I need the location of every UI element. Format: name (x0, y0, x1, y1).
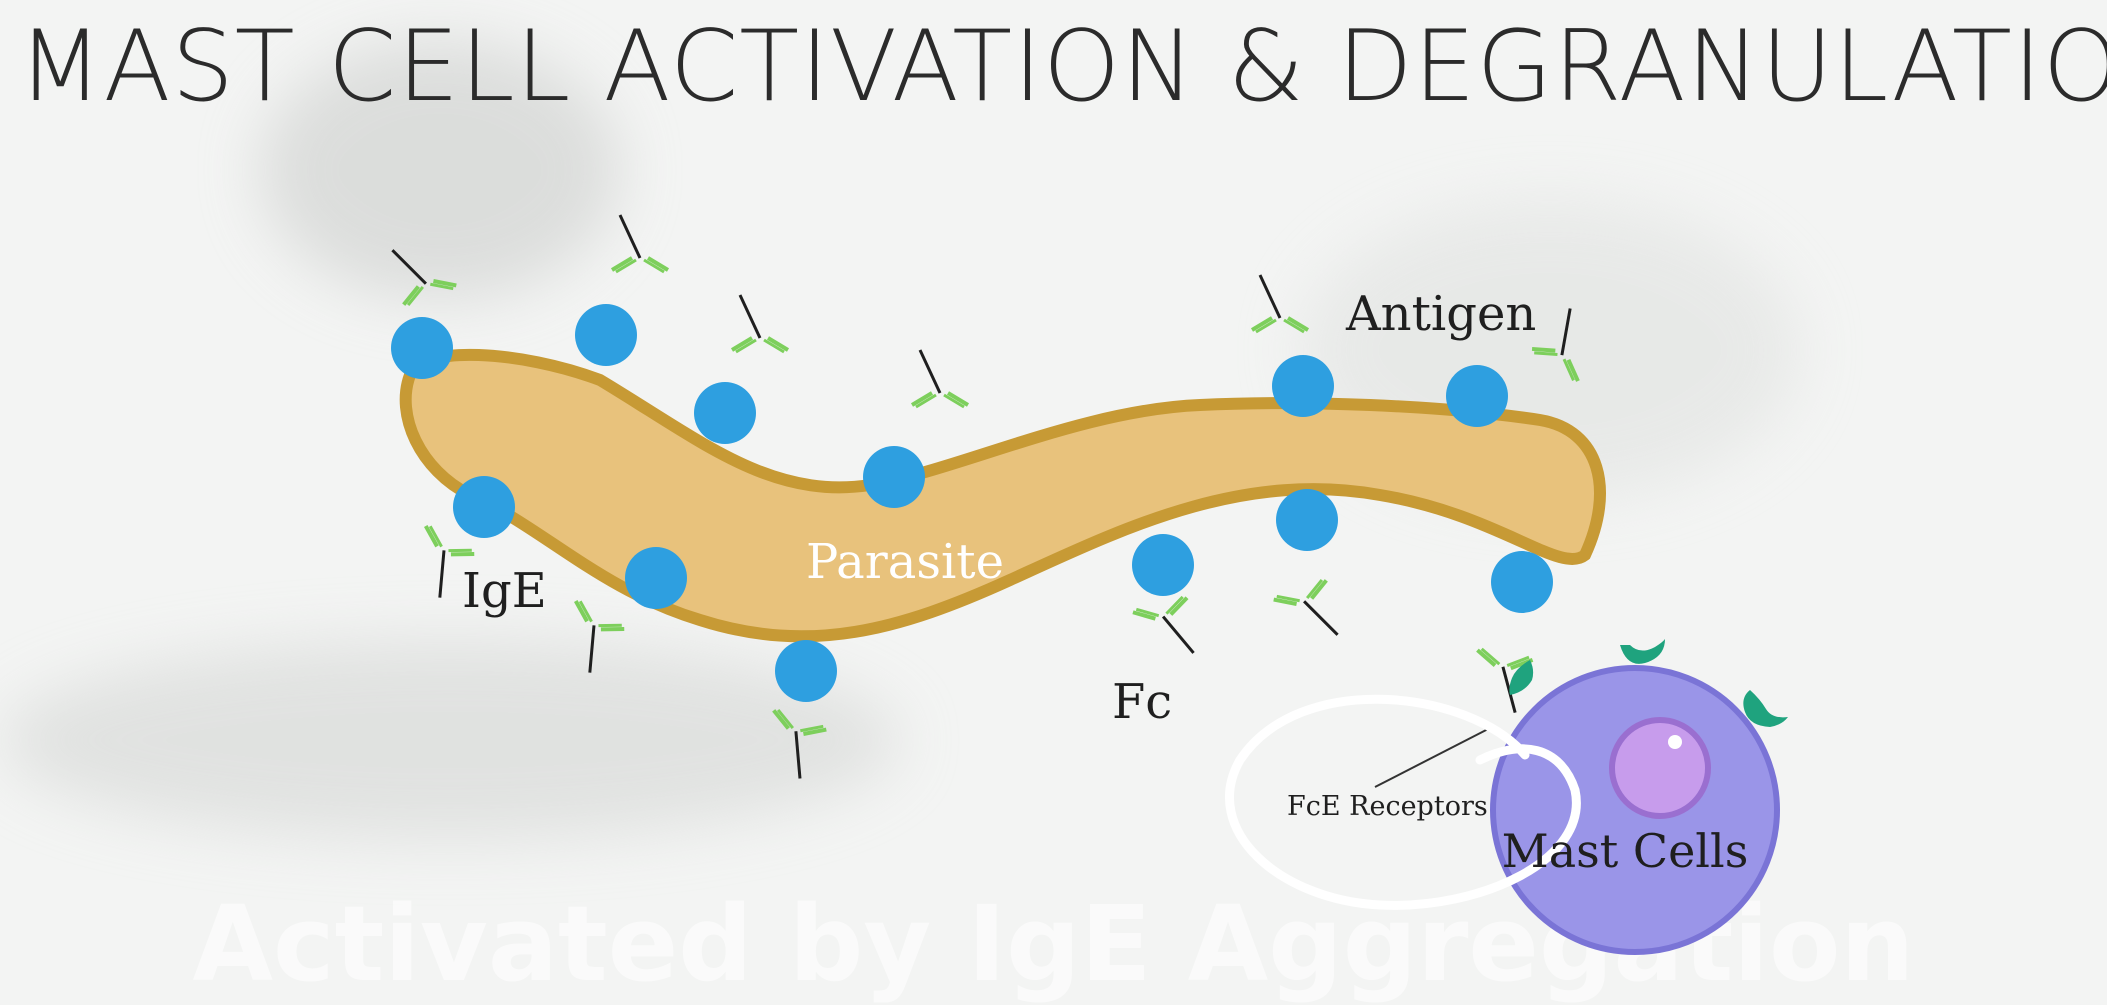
fce-receptor (1620, 639, 1665, 664)
parasite-body (399, 348, 1606, 643)
fce-receptor (1743, 690, 1788, 727)
nucleus (1609, 717, 1711, 819)
antigen-group (391, 304, 1553, 702)
mast-cell (1490, 639, 1788, 955)
background-blob (0, 640, 900, 840)
annotation (1224, 694, 1581, 910)
mast-cells-label: Mast Cells (1502, 824, 1749, 878)
fce-receptors-label: FcE Receptors (1287, 791, 1488, 822)
ige-label: IgE (462, 563, 547, 619)
parasite-label: Parasite (806, 534, 1004, 590)
background-blob (260, 40, 620, 300)
fc-label: Fc (1112, 674, 1172, 730)
antigen-label: Antigen (1345, 286, 1536, 342)
fce-receptor (1509, 660, 1534, 695)
slide-title: MAST CELL ACTIVATION & DEGRANULATION (18, 10, 2107, 124)
